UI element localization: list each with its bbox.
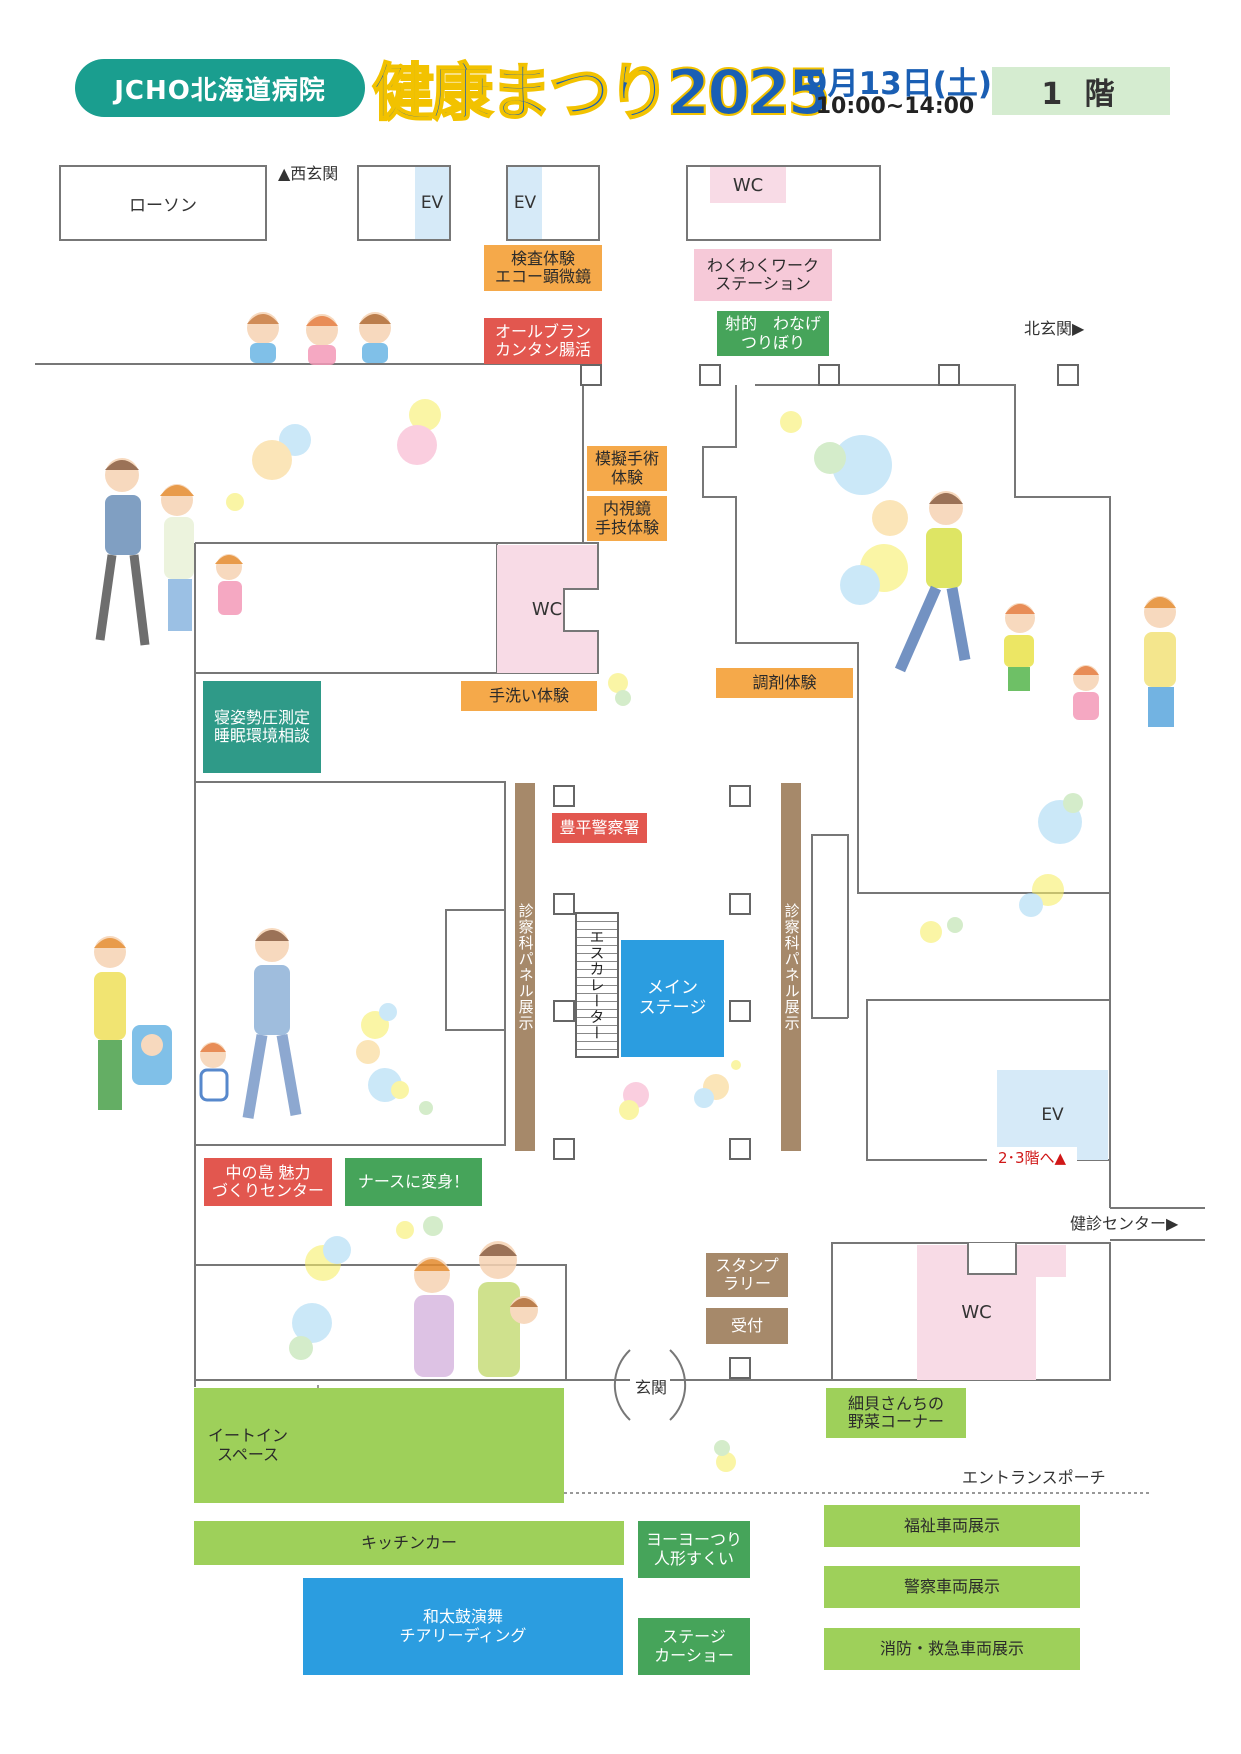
wc-bottom-ext — [1036, 1245, 1066, 1277]
elevator-right: EV — [997, 1070, 1108, 1160]
booth-shateki: 射的 わなげ つりぼり — [717, 311, 829, 356]
hospital-name-badge: JCHO北海道病院 — [75, 59, 365, 117]
booth-tearai: 手洗い体験 — [461, 681, 597, 711]
elevator-1: EV — [415, 167, 449, 239]
pillar — [729, 1138, 751, 1160]
pillar — [729, 1357, 751, 1379]
pillar — [938, 364, 960, 386]
wc-top: WC — [710, 167, 786, 203]
booth-stage-carshow: ステージ カーショー — [638, 1618, 750, 1675]
fire-ambulance-exhibit: 消防・救急車両展示 — [824, 1628, 1080, 1670]
main-entrance-label: 玄関 — [634, 1378, 667, 1397]
entrance-porch-label: エントランスポーチ — [962, 1468, 1106, 1487]
floor-badge: 1 階 — [992, 67, 1170, 115]
booth-hosogai-vegetables: 細貝さんちの 野菜コーナー — [826, 1388, 966, 1438]
kenshin-center-sign: 健診センター▶ — [1070, 1214, 1179, 1233]
pillar — [553, 1138, 575, 1160]
elevator-2: EV — [508, 167, 542, 239]
pillar — [553, 1000, 575, 1022]
lawson-store: ローソン — [59, 165, 267, 241]
pillar — [580, 364, 602, 386]
pillar — [729, 893, 751, 915]
event-date: 9月13日(土) — [806, 66, 993, 102]
wadaiko-stage: 和太鼓演舞 チアリーディング — [303, 1578, 623, 1675]
pillar — [729, 785, 751, 807]
booth-nakanoshima: 中の島 魅力 づくりセンター — [204, 1158, 332, 1206]
booth-chozai: 調剤体験 — [716, 668, 853, 698]
booth-nurse: ナースに変身！ — [345, 1158, 482, 1206]
pillar — [553, 785, 575, 807]
pillar — [729, 1000, 751, 1022]
wc-bottom-notch — [967, 1243, 1017, 1275]
booth-allbran: オールブラン カンタン腸活 — [484, 318, 602, 364]
event-time: 10:00~14:00 — [815, 94, 975, 119]
booth-stamp-rally: スタンプ ラリー — [706, 1253, 788, 1297]
booth-reception: 受付 — [706, 1308, 788, 1344]
wc-notch — [563, 588, 599, 632]
welfare-vehicle-exhibit: 福祉車両展示 — [824, 1505, 1080, 1547]
north-entrance-sign: 北玄関▶ — [1024, 319, 1085, 338]
to-upper-floors-sign: 2･3階へ▲ — [987, 1147, 1077, 1167]
pillar — [553, 893, 575, 915]
main-stage: メイン ステージ — [621, 940, 724, 1057]
panel-exhibit-left: 診察科パネル展示 — [515, 783, 535, 1151]
booth-nesugata: 寝姿勢圧測定 睡眠環境相談 — [203, 681, 321, 773]
people-illustration — [94, 312, 1176, 1377]
event-title: 健康まつり2025 — [371, 55, 832, 130]
booth-kensa: 検査体験 エコー顕微鏡 — [484, 245, 602, 291]
pillar — [1057, 364, 1079, 386]
eat-in-space: イートイン スペース — [194, 1388, 564, 1503]
police-vehicle-exhibit: 警察車両展示 — [824, 1566, 1080, 1608]
pillar — [818, 364, 840, 386]
kitchen-car-area: キッチンカー — [194, 1521, 624, 1565]
booth-police-station: 豊平警察署 — [552, 813, 647, 843]
pillar — [699, 364, 721, 386]
booth-mogi-shujutsu: 模擬手術 体験 — [587, 446, 667, 491]
booth-naishikyo: 内視鏡 手技体験 — [587, 496, 667, 541]
panel-exhibit-right: 診察科パネル展示 — [781, 783, 801, 1151]
booth-yoyo: ヨーヨーつり 人形すくい — [638, 1521, 750, 1578]
west-entrance-sign: ▲西玄関 — [278, 164, 339, 183]
decor-circles — [226, 399, 1083, 1472]
escalator: エスカレーター — [575, 912, 619, 1058]
booth-wakuwaku: わくわくワーク ステーション — [694, 249, 832, 301]
